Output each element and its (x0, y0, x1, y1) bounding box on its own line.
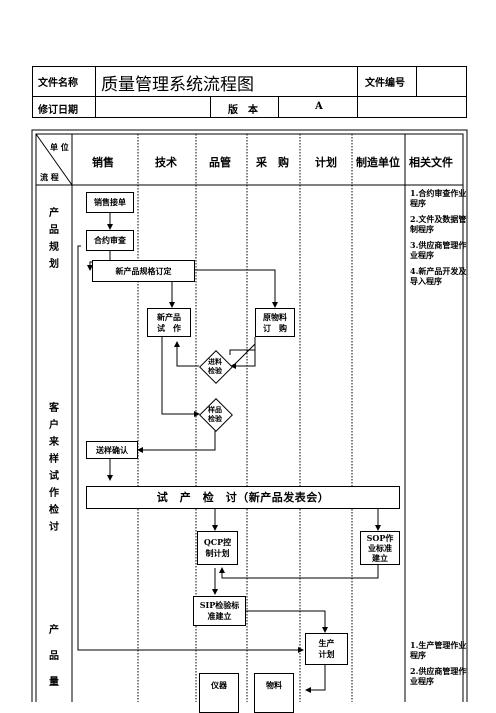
stage-char: 讨 (49, 522, 59, 533)
node-trial-production-review: 试 产 检 讨（新产品发表会） (86, 486, 400, 509)
version-value: A (315, 101, 323, 112)
header-cell-empty (357, 96, 467, 118)
doc-number-label: 文件编号 (365, 78, 405, 89)
stage-char: 样 (49, 454, 59, 465)
column-header-quality: 品管 (209, 156, 231, 169)
related-doc-production-management: 1.生产管理作业程序 (410, 640, 467, 660)
related-doc-supplier-management: 3.供应商管理作业程序 (410, 240, 467, 260)
column-header-planning: 计划 (315, 156, 337, 169)
node-sop-standard-line2: 业标准 (368, 543, 392, 553)
stage-char: 作 (49, 488, 59, 499)
stage-char: 产 (49, 625, 59, 636)
node-sip-standard-line1: SIP检验标 (199, 600, 240, 610)
incoming-inspection-line2: 检验 (208, 366, 222, 375)
corner-unit-label: 单 位 (50, 142, 69, 152)
node-sip-standard-line2: 准建立 (207, 611, 232, 621)
node-new-product-trial-line1: 新产品 (157, 311, 181, 322)
column-header-sales: 销售 (92, 156, 114, 169)
stage-char: 户 (49, 420, 59, 431)
stage-product-planning: 产品规划 (48, 205, 60, 273)
doc-title: 质量管理系统流程图 (101, 75, 254, 95)
node-sample-inspection: 样品 检验 (199, 398, 233, 432)
column-header-manufacturing: 制造单位 (356, 156, 400, 169)
node-sop-standard-line1: SOP作 (366, 533, 394, 543)
related-doc-document-control: 2.文件及数据管制程序 (410, 214, 467, 234)
stage-char: 试 (49, 471, 59, 482)
node-production-plan-line1: 生产 (318, 638, 335, 648)
corner-process-label: 流 程 (40, 172, 59, 182)
node-raw-material-order-line1: 原物料 (263, 311, 287, 322)
sample-inspection-label: 样品 检验 (199, 398, 231, 430)
node-instrument: 仪器 (199, 673, 239, 713)
node-spec-setting: 新产品规格订定 (92, 260, 195, 282)
related-doc-contract-review: 1.合约审查作业程序 (410, 188, 467, 208)
revision-date-label: 修订日期 (38, 105, 78, 116)
stage-char: 量 (49, 677, 59, 688)
incoming-inspection-line1: 进料 (208, 357, 222, 366)
node-sample-confirmation: 送样确认 (86, 441, 138, 459)
node-raw-material-order-line2: 订 购 (263, 322, 287, 333)
node-sop-standard: SOP作 业标准 建立 (360, 531, 400, 565)
stage-mass-production: 产品量 (48, 618, 60, 696)
node-new-product-trial: 新产品 试 作 (147, 308, 191, 337)
incoming-inspection-label: 进料 检验 (199, 350, 231, 382)
node-material: 物料 (254, 673, 294, 713)
column-header-technology: 技术 (155, 156, 177, 169)
node-sales-order: 销售接单 (86, 192, 134, 213)
node-qcp-plan-line2: 制计划 (205, 548, 230, 558)
sample-inspection-line2: 检验 (208, 414, 222, 423)
related-docs-group-planning: 1.合约审查作业程序 2.文件及数据管制程序 3.供应商管理作业程序 4.新产品… (410, 188, 468, 286)
node-new-product-trial-line2: 试 作 (157, 322, 181, 333)
stage-char: 划 (49, 259, 59, 270)
stage-char: 来 (49, 437, 59, 448)
column-header-purchasing: 采 购 (256, 156, 289, 169)
related-doc-new-product-development: 4.新产品开发及导入程序 (410, 266, 467, 286)
node-contract-review: 合约审查 (86, 230, 134, 251)
stage-char: 检 (49, 505, 59, 516)
related-doc-supplier-management-2: 2.供应商管理作业程序 (410, 666, 467, 686)
node-qcp-plan: QCP控 制计划 (197, 531, 238, 565)
node-production-plan: 生产 计划 (305, 633, 348, 665)
node-qcp-plan-line1: QCP控 (203, 537, 232, 547)
sample-inspection-line1: 样品 (208, 405, 222, 414)
version-label: 版 本 (228, 105, 258, 116)
stage-char: 品 (49, 651, 59, 662)
stage-char: 客 (49, 403, 59, 414)
doc-name-label: 文件名称 (38, 78, 78, 89)
related-docs-group-production: 1.生产管理作业程序 2.供应商管理作业程序 (410, 640, 468, 686)
stage-char: 产 (49, 208, 59, 219)
node-production-plan-line2: 计划 (318, 649, 335, 659)
node-raw-material-order: 原物料 订 购 (255, 308, 295, 337)
node-incoming-inspection: 进料 检验 (199, 350, 233, 384)
node-sip-standard: SIP检验标 准建立 (193, 596, 246, 626)
stage-sample-trial-review: 客户来样试作检讨 (48, 400, 60, 536)
column-header-related-docs: 相关文件 (409, 156, 453, 169)
node-sop-standard-line3: 建立 (372, 553, 388, 563)
stage-char: 规 (49, 242, 59, 253)
stage-char: 品 (49, 225, 59, 236)
